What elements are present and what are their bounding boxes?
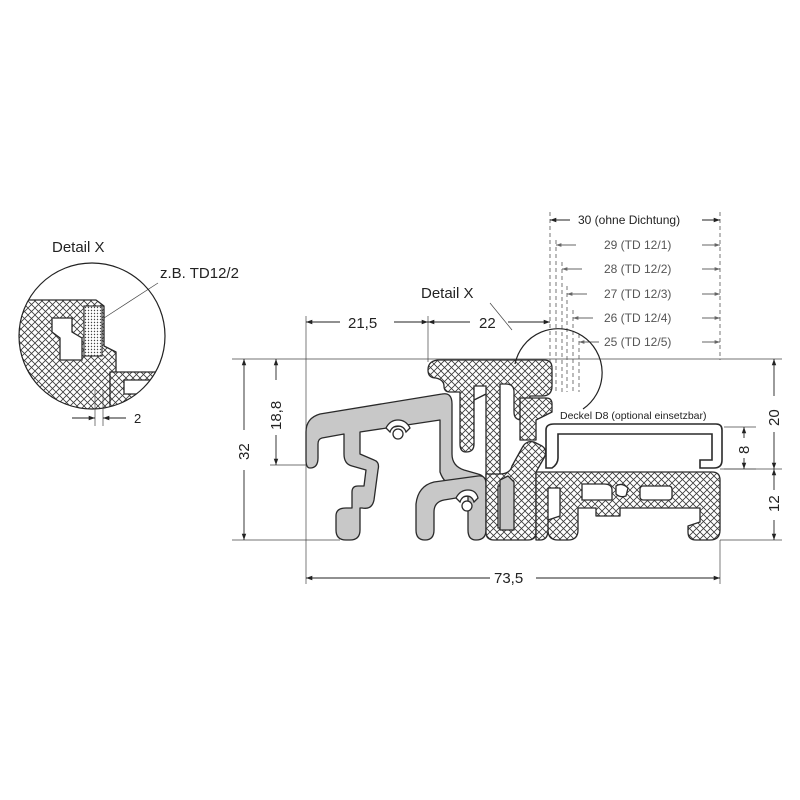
detail-profile-void — [51, 317, 83, 361]
seal-variant-4: 26 (TD 12/4) — [604, 311, 671, 325]
dim-73-5-label: 73,5 — [494, 570, 523, 587]
right-frame-chamber-2 — [639, 485, 673, 501]
cross-section — [305, 359, 723, 541]
detail-right-channel — [123, 379, 151, 395]
seal-callout-label: z.B. TD12/2 — [160, 265, 239, 282]
seal-variant-0: 30 (ohne Dichtung) — [578, 213, 680, 227]
detail-x-view: Detail X z.B. TD12/2 2 — [18, 239, 239, 426]
dimension-32: 32 — [236, 359, 253, 540]
callout-leader — [103, 282, 159, 319]
detail-x-title: Detail X — [52, 239, 105, 256]
cover-d8-label: Deckel D8 (optional einsetzbar) — [560, 410, 707, 422]
detail-x-circle — [18, 262, 166, 410]
dimension-8: 8 — [736, 427, 753, 469]
dim-22-label: 22 — [479, 315, 496, 332]
detail-x-leader — [489, 302, 513, 331]
dim-20-label: 20 — [766, 409, 783, 426]
dim-21-5-label: 21,5 — [348, 315, 377, 332]
sash-rebate-void — [473, 385, 487, 402]
seal-variant-1: 29 (TD 12/1) — [604, 238, 671, 252]
dimension-73-5: 73,5 — [306, 570, 720, 587]
foot-screw-channel — [455, 489, 479, 504]
left-frame-screw-hole — [392, 428, 404, 440]
detail-x-marker: Detail X — [421, 285, 603, 410]
seal-variant-3: 27 (TD 12/3) — [604, 287, 671, 301]
dim-8-label: 8 — [736, 446, 753, 454]
seal-holder — [519, 397, 553, 441]
seal-variant-5: 25 (TD 12/5) — [604, 335, 671, 349]
dim-12-label: 12 — [766, 495, 783, 512]
seal-variant-rows: 30 (ohne Dichtung) 29 (TD 12/1) 28 (TD 1… — [550, 213, 720, 349]
mid-mullion-insert — [499, 475, 515, 531]
left-frame-profile — [305, 393, 486, 541]
seal-variant-2: 28 (TD 12/2) — [604, 262, 671, 276]
dimension-21-5: 21,5 — [306, 315, 428, 332]
extension-lines — [232, 316, 782, 584]
right-frame-chamber-3 — [615, 483, 629, 498]
dim-18-8-label: 18,8 — [268, 401, 285, 430]
dimension-22: 22 — [428, 315, 550, 332]
gap-dimension-label: 2 — [134, 411, 141, 426]
detail-seal — [83, 305, 103, 357]
foot-screw-hole — [461, 500, 473, 512]
detail-x-content — [19, 299, 165, 409]
detail-x-marker-circle — [514, 328, 603, 410]
cover-d8 — [545, 423, 723, 469]
left-frame-screw-channel — [385, 419, 411, 434]
right-frame-profile — [535, 471, 721, 541]
right-frame-chamber-1 — [581, 483, 613, 501]
lower-foot-profile — [415, 475, 487, 541]
dim-32-label: 32 — [236, 443, 253, 460]
dimension-20: 20 — [766, 359, 783, 469]
dimension-18-8: 18,8 — [268, 359, 285, 465]
upper-sash-profile — [427, 359, 553, 483]
dimension-12: 12 — [766, 469, 783, 540]
detail-x-marker-label: Detail X — [421, 285, 474, 302]
